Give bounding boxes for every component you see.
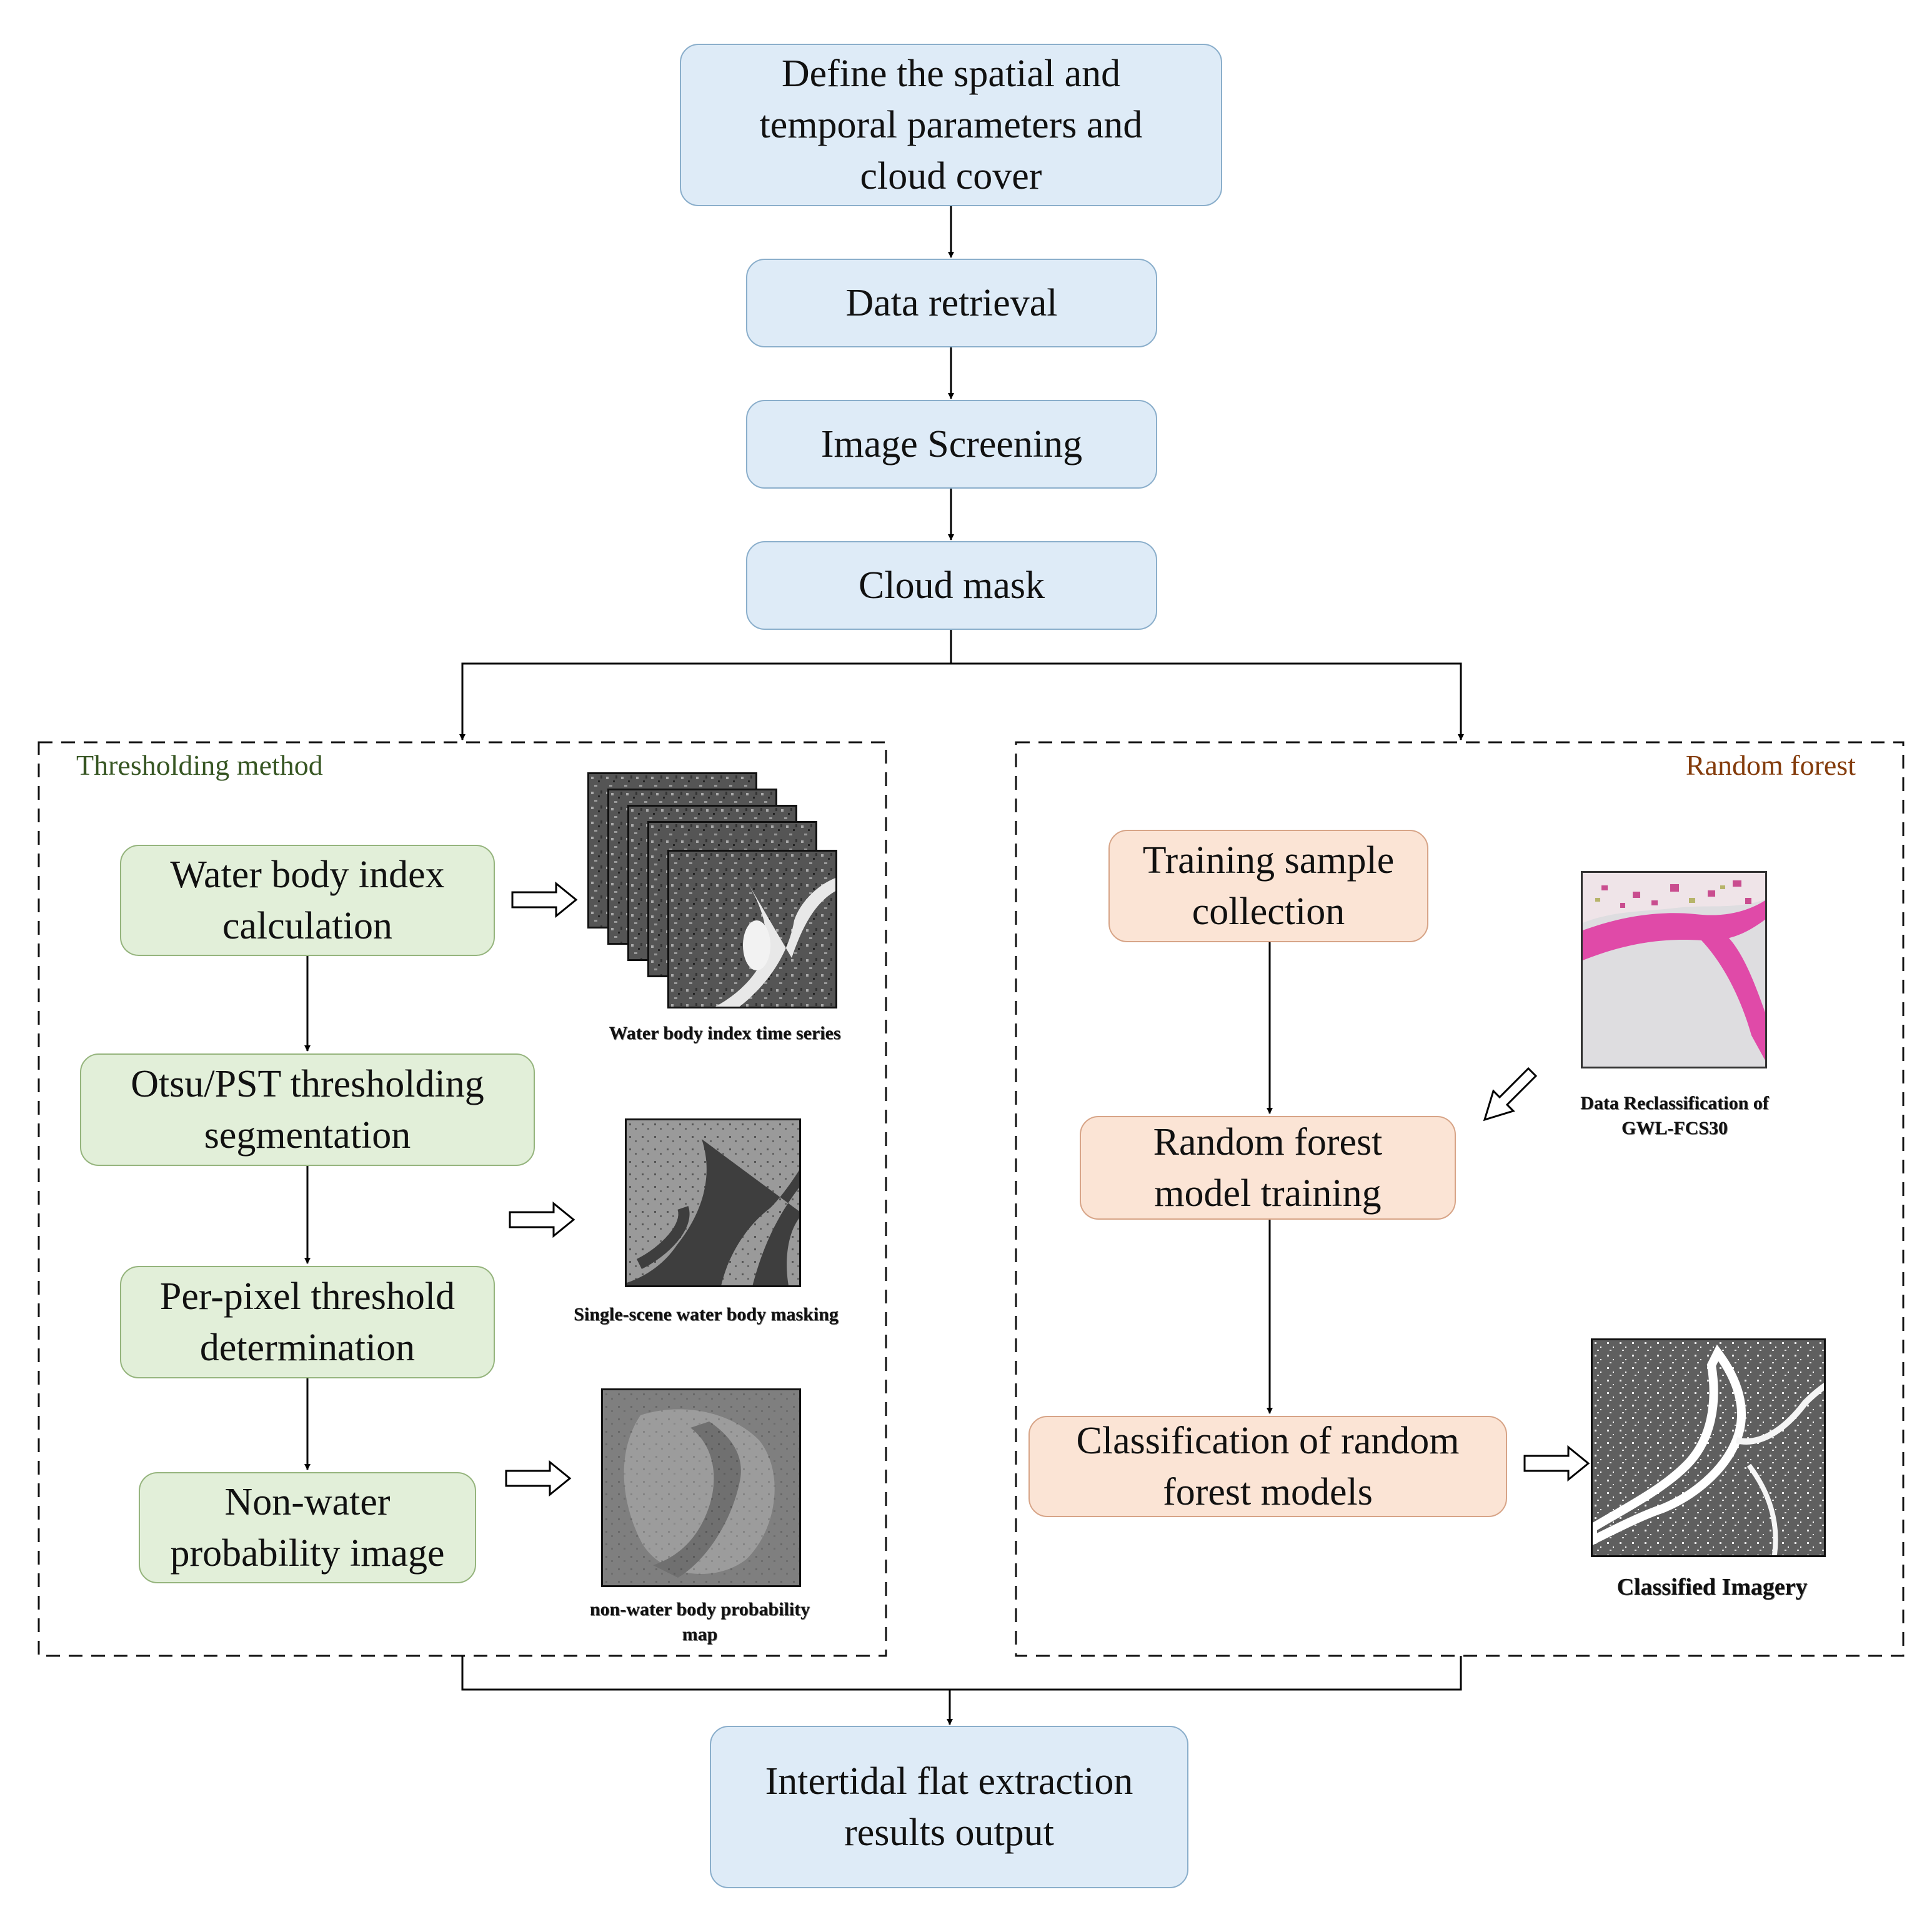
split-connector — [459, 630, 952, 740]
reclassification-thumb — [1581, 871, 1767, 1068]
cloud-mask-box: Cloud mask — [746, 541, 1157, 630]
single-scene-thumb — [625, 1118, 801, 1287]
block-arrow-single-scene — [509, 1201, 575, 1238]
time-series-thumb-5 — [667, 850, 837, 1008]
probability-map-thumb — [601, 1388, 801, 1587]
training-sample-box: Training sample collection — [1108, 830, 1428, 942]
time-series-caption: Water body index time series — [609, 1023, 841, 1043]
probability-map-caption: non-water body probability map — [589, 1599, 810, 1645]
thresholding-region-label: Thresholding method — [76, 749, 323, 781]
classification-box: Classification of random forest models — [1028, 1416, 1507, 1517]
define-parameters-box: Define the spatial and temporal paramete… — [680, 44, 1222, 206]
data-retrieval-box: Data retrieval — [746, 259, 1157, 347]
image-screening-box: Image Screening — [746, 400, 1157, 489]
random-forest-region-label: Random forest — [1685, 749, 1856, 781]
block-arrow-probability — [505, 1460, 572, 1497]
block-arrow-reclassification — [1483, 1067, 1538, 1122]
single-scene-caption: Single-scene water body masking — [574, 1304, 839, 1325]
output-box: Intertidal flat extraction results outpu… — [710, 1726, 1188, 1888]
split-connector-right — [951, 662, 1464, 740]
non-water-box: Non-water probability image — [139, 1472, 476, 1583]
block-arrow-classified — [1523, 1445, 1590, 1482]
per-pixel-box: Per-pixel threshold determination — [120, 1266, 495, 1378]
model-training-box: Random forest model training — [1080, 1116, 1456, 1220]
block-arrow-time-series — [511, 881, 578, 919]
merge-connector — [461, 1656, 1462, 1691]
water-index-box: Water body index calculation — [120, 845, 495, 956]
classified-imagery-thumb — [1591, 1338, 1826, 1557]
reclassification-caption: Data Reclassification of GWL-FCS30 — [1580, 1093, 1769, 1138]
classified-imagery-caption: Classified Imagery — [1616, 1574, 1808, 1600]
otsu-pst-box: Otsu/PST thresholding segmentation — [80, 1053, 535, 1166]
